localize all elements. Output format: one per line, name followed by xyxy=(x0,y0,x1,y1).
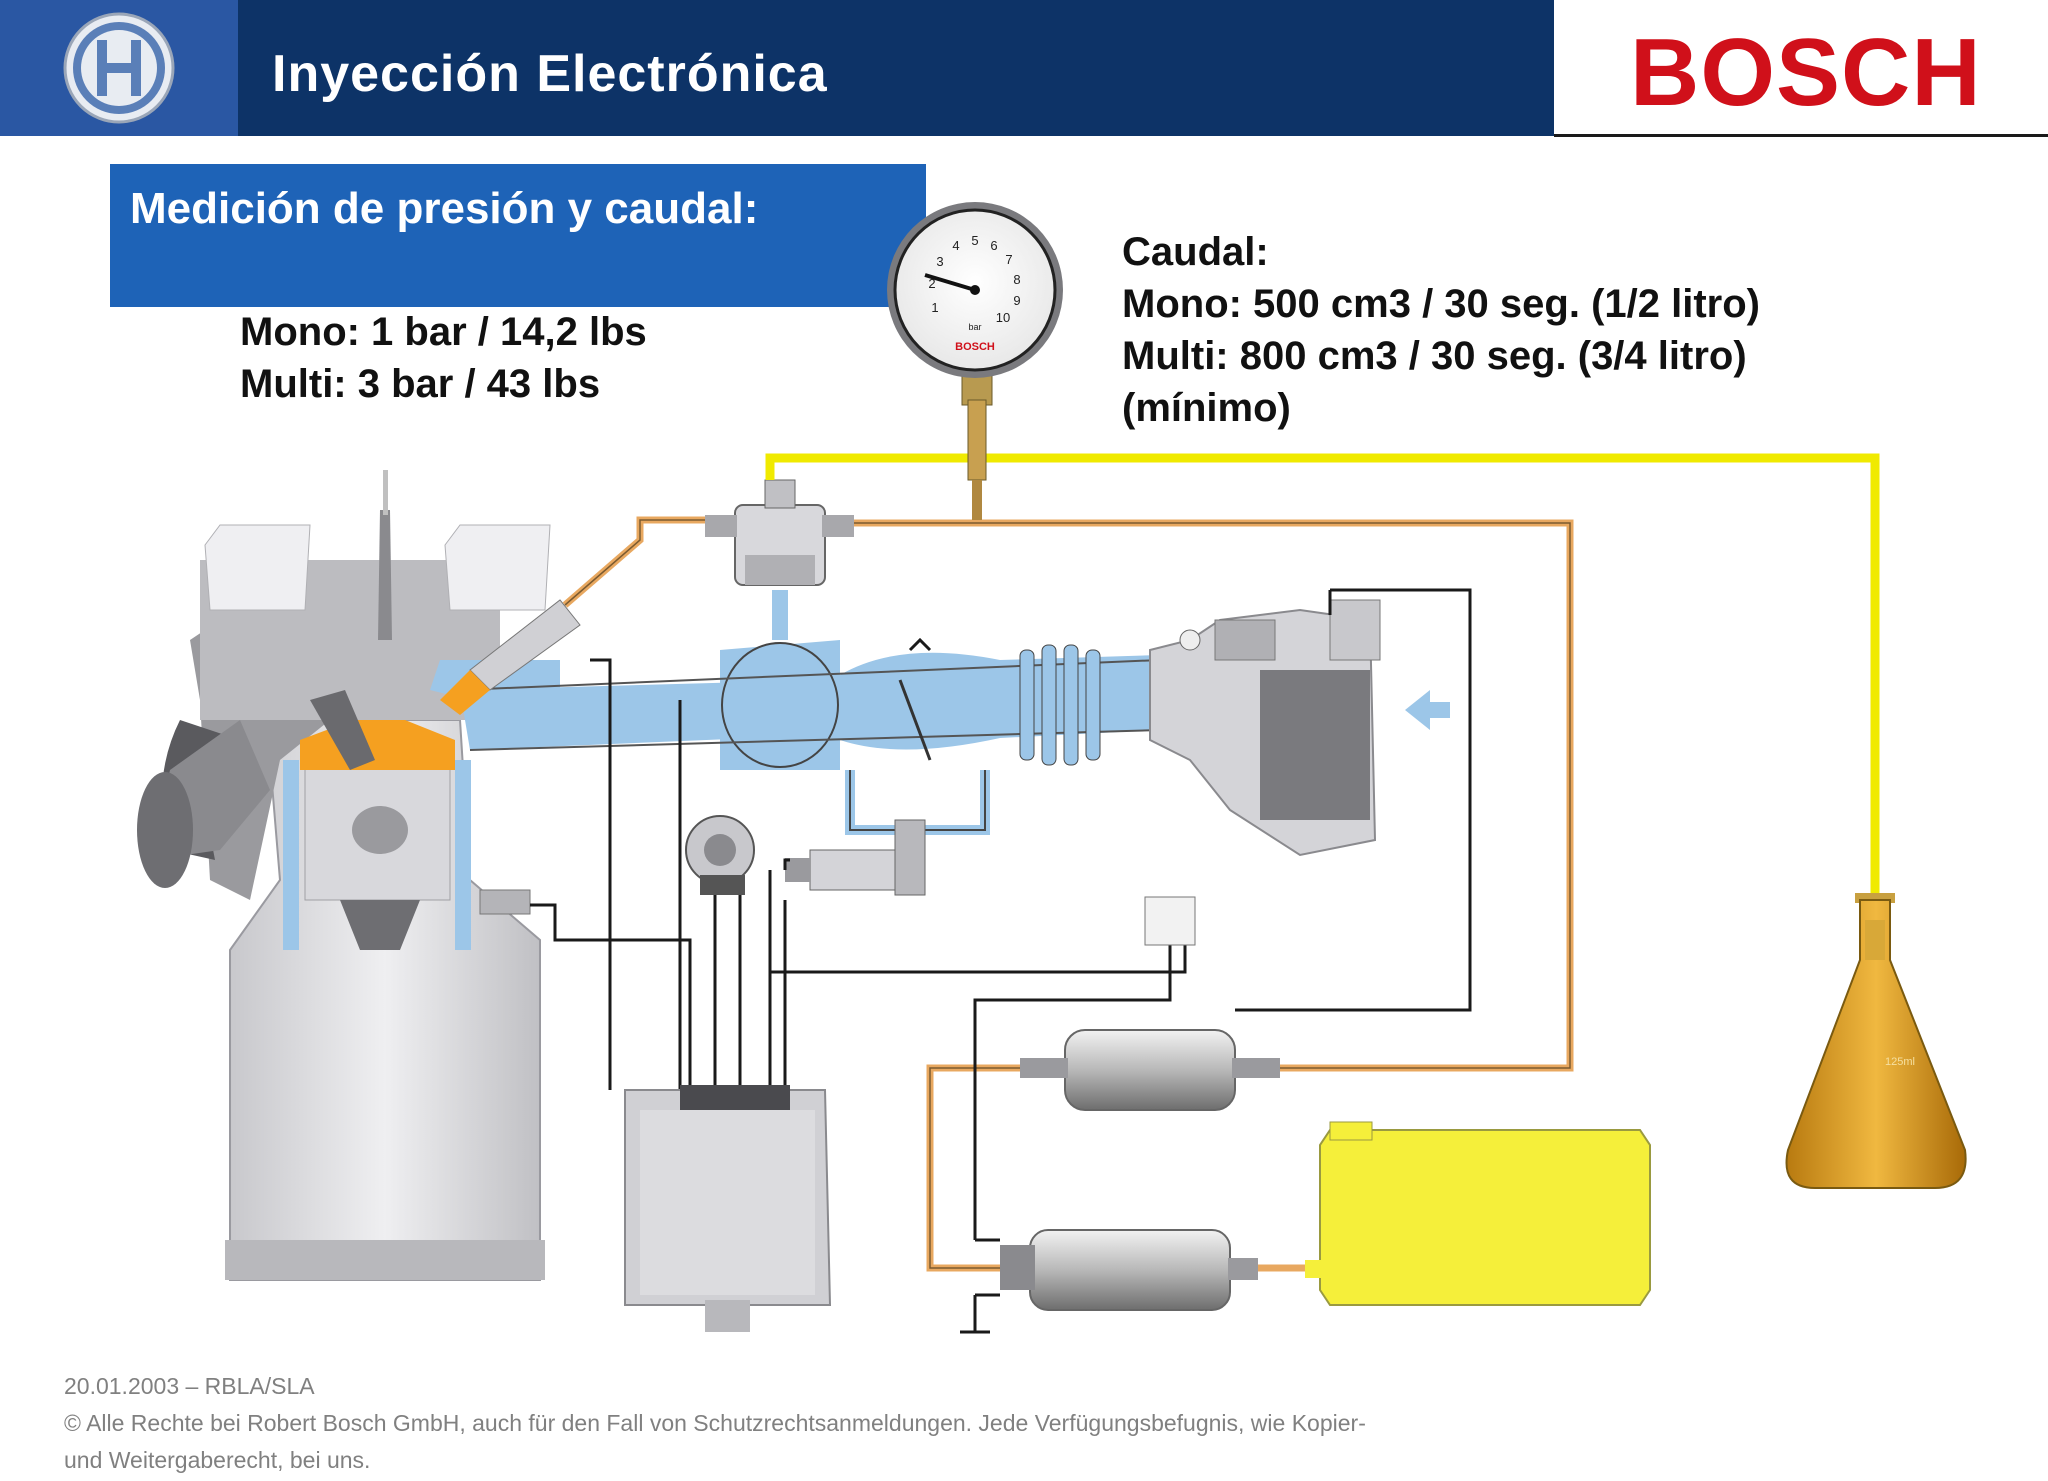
measuring-flask xyxy=(1785,893,1967,1189)
footer-copyright-line-1: © Alle Rechte bei Robert Bosch GmbH, auc… xyxy=(64,1410,1366,1436)
header-logo-block xyxy=(0,0,238,136)
gauge-tick-label: 2 xyxy=(928,276,935,291)
gauge-tick-label: 5 xyxy=(971,233,978,248)
gauge-tick-label: 6 xyxy=(990,238,997,253)
section-title: Medición de presión y caudal: xyxy=(130,184,759,233)
gauge-tick-label: 3 xyxy=(936,254,943,269)
intake-bellows xyxy=(1019,644,1101,766)
pressure-regulator xyxy=(705,479,854,586)
flow-mono: Mono: 500 cm3 / 30 seg. (1/2 litro) xyxy=(1122,282,1760,326)
pressure-spec: Mono: 1 bar / 14,2 lbs Multi: 3 bar / 43… xyxy=(240,306,647,410)
footer-copyright-line-2: und Weitergaberecht, bei uns. xyxy=(64,1447,371,1473)
fuel-injector xyxy=(440,599,581,715)
idle-actuator xyxy=(785,819,926,896)
pressure-mono: Mono: 1 bar / 14,2 lbs xyxy=(240,310,647,354)
gauge-tick-labels: 1 2 3 4 5 6 7 8 9 10 bar BOSCH xyxy=(928,233,1020,353)
throttle-sensor xyxy=(685,815,755,895)
header-bar xyxy=(238,0,1554,136)
temperature-sensor xyxy=(1144,896,1196,946)
gauge-stem xyxy=(961,374,993,520)
brand-logo-text: BOSCH xyxy=(1630,19,1982,126)
ecu-control-unit xyxy=(624,1085,832,1332)
fuel-lines-outline xyxy=(564,519,1571,1269)
pressure-multi: Multi: 3 bar / 43 lbs xyxy=(240,362,601,406)
footer-date-ref: 20.01.2003 – RBLA/SLA xyxy=(64,1373,315,1399)
flask-volume-label: 125ml xyxy=(1885,1056,1915,1068)
fuel-tank xyxy=(1305,1121,1651,1306)
flow-multi: Multi: 800 cm3 / 30 seg. (3/4 litro) xyxy=(1122,334,1747,378)
section-title-box xyxy=(110,164,926,307)
page-title: Inyección Electrónica xyxy=(272,45,828,103)
gauge-tick-label: 9 xyxy=(1013,293,1020,308)
fuel-filter xyxy=(1020,1029,1280,1111)
flow-spec: Caudal: Mono: 500 cm3 / 30 seg. (1/2 lit… xyxy=(1122,226,1760,434)
fuel-pump xyxy=(1000,1229,1258,1311)
gauge-tick-label: 4 xyxy=(952,238,959,253)
header-divider xyxy=(1554,134,2048,137)
gauge-brand: BOSCH xyxy=(955,341,995,353)
wiring-harness xyxy=(530,588,1472,1334)
gauge-unit: bar xyxy=(968,322,981,332)
footer: 20.01.2003 – RBLA/SLA © Alle Rechte bei … xyxy=(64,1368,1366,1479)
gauge-tick-label: 10 xyxy=(996,310,1010,325)
return-measurement-line xyxy=(765,453,1880,905)
gauge-tick-label: 8 xyxy=(1013,272,1020,287)
flow-heading: Caudal: xyxy=(1122,230,1269,274)
gauge-tick-label: 1 xyxy=(931,300,938,315)
bosch-armature-icon xyxy=(63,12,175,124)
flow-note: (mínimo) xyxy=(1122,386,1291,430)
pressure-gauge xyxy=(887,202,1063,378)
air-flow-meter xyxy=(1149,599,1450,857)
engine-block xyxy=(137,470,551,1281)
gauge-tick-label: 7 xyxy=(1005,252,1012,267)
